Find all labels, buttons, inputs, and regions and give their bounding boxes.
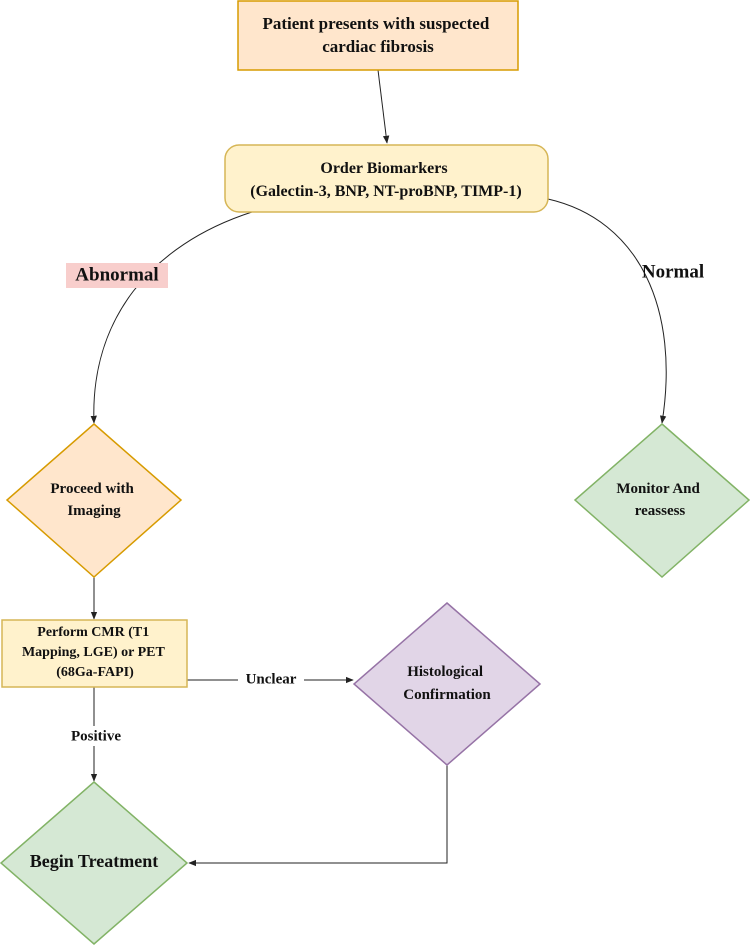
positive-label-bg — [62, 726, 130, 746]
patient-label: Patient presents with suspected cardiac … — [262, 14, 493, 56]
edge-label-positive: Positive — [71, 728, 121, 744]
edge-patient-to-biomarkers — [377, 69, 390, 144]
edge-biomarkers-to-monitor — [547, 198, 667, 424]
unclear-label-bg — [238, 670, 304, 690]
node-biomarkers-box — [224, 144, 549, 213]
node-imaging-diamond — [5, 423, 183, 579]
monitor-label: Monitor And reassess — [616, 481, 703, 519]
node-patient-box — [237, 0, 519, 71]
imaging-label: Proceed with Imaging — [50, 481, 137, 519]
biomarkers-label: Order Biomarkers (Galectin-3, BNP, NT-pr… — [250, 160, 521, 200]
edge-label-unclear: Unclear — [246, 671, 297, 687]
node-monitor-diamond — [573, 423, 750, 579]
treatment-label: Begin Treatment — [30, 851, 159, 871]
edge-biomarkers-to-imaging — [90, 211, 253, 424]
histology-label: Histological Confirmation — [403, 664, 491, 703]
node-cmr-box — [1, 619, 188, 688]
node-treatment-diamond — [0, 781, 189, 945]
edge-histology-to-treatment — [188, 765, 448, 867]
node-histology-diamond — [352, 602, 542, 766]
abnormal-highlight — [66, 263, 168, 288]
cmr-label: Perform CMR (T1 Mapping, LGE) or PET (68… — [22, 625, 168, 680]
edge-label-abnormal: Abnormal — [75, 264, 158, 285]
edge-label-normal: Normal — [642, 261, 704, 282]
